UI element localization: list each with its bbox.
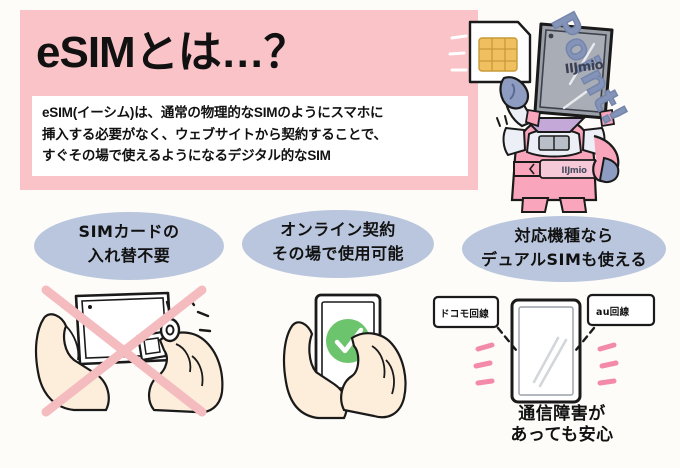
panel-2-caption-line-1: オンライン契約 [280, 220, 396, 239]
mascot-belt-logo: IIJmio [561, 166, 587, 176]
panel-1-caption-line-1: SIMカードの [78, 222, 180, 241]
panel-2-illustration [282, 293, 407, 420]
panel-3-caption-line-2: デュアルSIMも使える [481, 250, 647, 269]
panel-2-caption: オンライン契約 その場で使用可能 [242, 216, 434, 264]
emphasis-strokes-icon [473, 342, 619, 386]
panel-3-caption-line-1: 対応機種なら [514, 226, 614, 245]
body-line-3: すぐその場で使えるようになるデジタル的なSIM [42, 148, 331, 163]
panel-1-caption: SIMカードの 入れ替不要 [34, 218, 224, 266]
header-body-box [32, 96, 468, 176]
panel-1-illustration [34, 285, 224, 417]
panel-3-footer-caption: 通信障害が あっても安心 [456, 404, 668, 447]
carrier-tag-docomo: ドコモ回線 [440, 309, 490, 320]
carrier-tag-au: au回線 [596, 307, 630, 318]
footer-line-1: 通信障害が [518, 404, 606, 424]
page-title: eSIMとは…？ [36, 28, 308, 77]
x-mark-icon [41, 285, 207, 417]
sim-card-icon [468, 20, 532, 84]
panel-1-caption-bubble [34, 212, 224, 280]
body-line-1: eSIM(イーシム)は、通常の物理的なSIMのようにスマホに [42, 105, 384, 120]
check-circle-icon [326, 319, 370, 363]
header-body-text: eSIM(イーシム)は、通常の物理的なSIMのようにスマホに 挿入する必要がなく… [42, 102, 462, 167]
panel-2-caption-bubble [242, 210, 434, 278]
panel-2-caption-line-2: その場で使用可能 [271, 244, 404, 263]
body-line-2: 挿入する必要がなく、ウェブサイトから契約することで、 [42, 126, 387, 142]
panel-1-caption-line-2: 入れ替不要 [87, 246, 171, 265]
panel-3-caption-bubble [462, 216, 666, 282]
footer-line-2: あっても安心 [510, 425, 614, 446]
panel-3-caption: 対応機種なら デュアルSIMも使える [460, 222, 668, 270]
